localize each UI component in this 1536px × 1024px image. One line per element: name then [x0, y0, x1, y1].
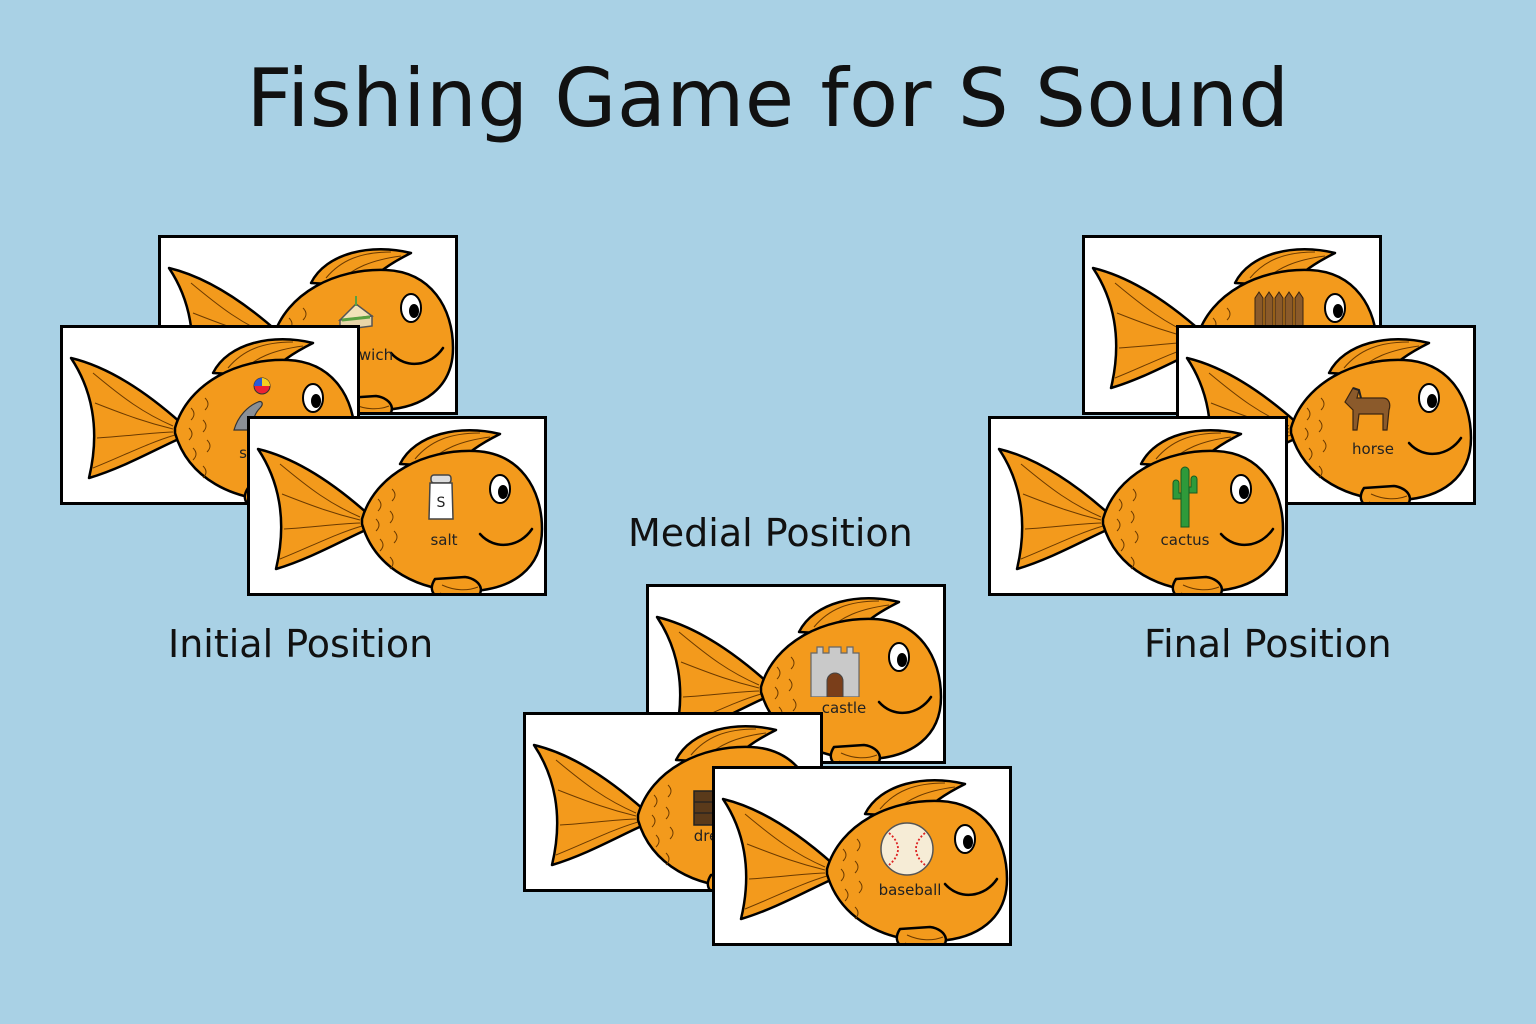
card-word: salt	[430, 531, 458, 549]
page-title: Fishing Game for S Sound	[246, 52, 1290, 145]
fish-icon	[997, 429, 1285, 593]
card-word: cactus	[1160, 531, 1210, 549]
castle-icon	[810, 646, 860, 697]
medial-position-label: Medial Position	[628, 511, 913, 555]
final-position-label: Final Position	[1144, 622, 1392, 666]
fish-icon	[721, 779, 1009, 943]
card-word: baseball	[878, 881, 942, 899]
fish-card-baseball[interactable]: baseball	[712, 766, 1012, 946]
initial-position-label: Initial Position	[168, 622, 434, 666]
fish-card-cactus[interactable]: cactus	[988, 416, 1288, 596]
fish-card-salt[interactable]: S salt	[247, 416, 547, 596]
card-word: horse	[1352, 440, 1394, 458]
card-word: s	[239, 444, 247, 462]
card-word: castle	[821, 699, 867, 717]
shaker-letter: S	[436, 495, 446, 511]
baseball-icon	[880, 822, 934, 876]
card-word: wich	[358, 346, 394, 364]
horse-icon	[1344, 387, 1391, 431]
fence-icon	[1254, 291, 1304, 332]
cactus-icon	[1172, 466, 1198, 528]
salt-shaker-icon	[428, 474, 454, 520]
